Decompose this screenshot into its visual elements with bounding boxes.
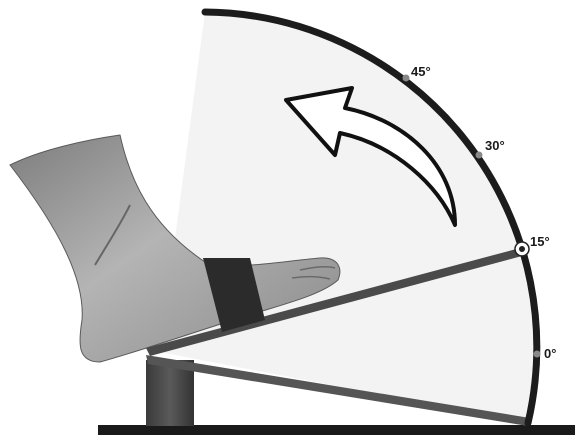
angle-label: 0° bbox=[544, 346, 556, 361]
active-angle-marker-center bbox=[519, 246, 525, 252]
angle-tick-dot bbox=[403, 75, 410, 82]
angle-label: 30° bbox=[485, 138, 505, 153]
angle-label: 15° bbox=[530, 234, 550, 249]
angle-tick-dot bbox=[534, 351, 541, 358]
ground-bar bbox=[98, 425, 575, 435]
angle-sector bbox=[160, 12, 536, 423]
angle-label: 45° bbox=[411, 64, 431, 79]
angle-tick-dot bbox=[476, 152, 483, 159]
